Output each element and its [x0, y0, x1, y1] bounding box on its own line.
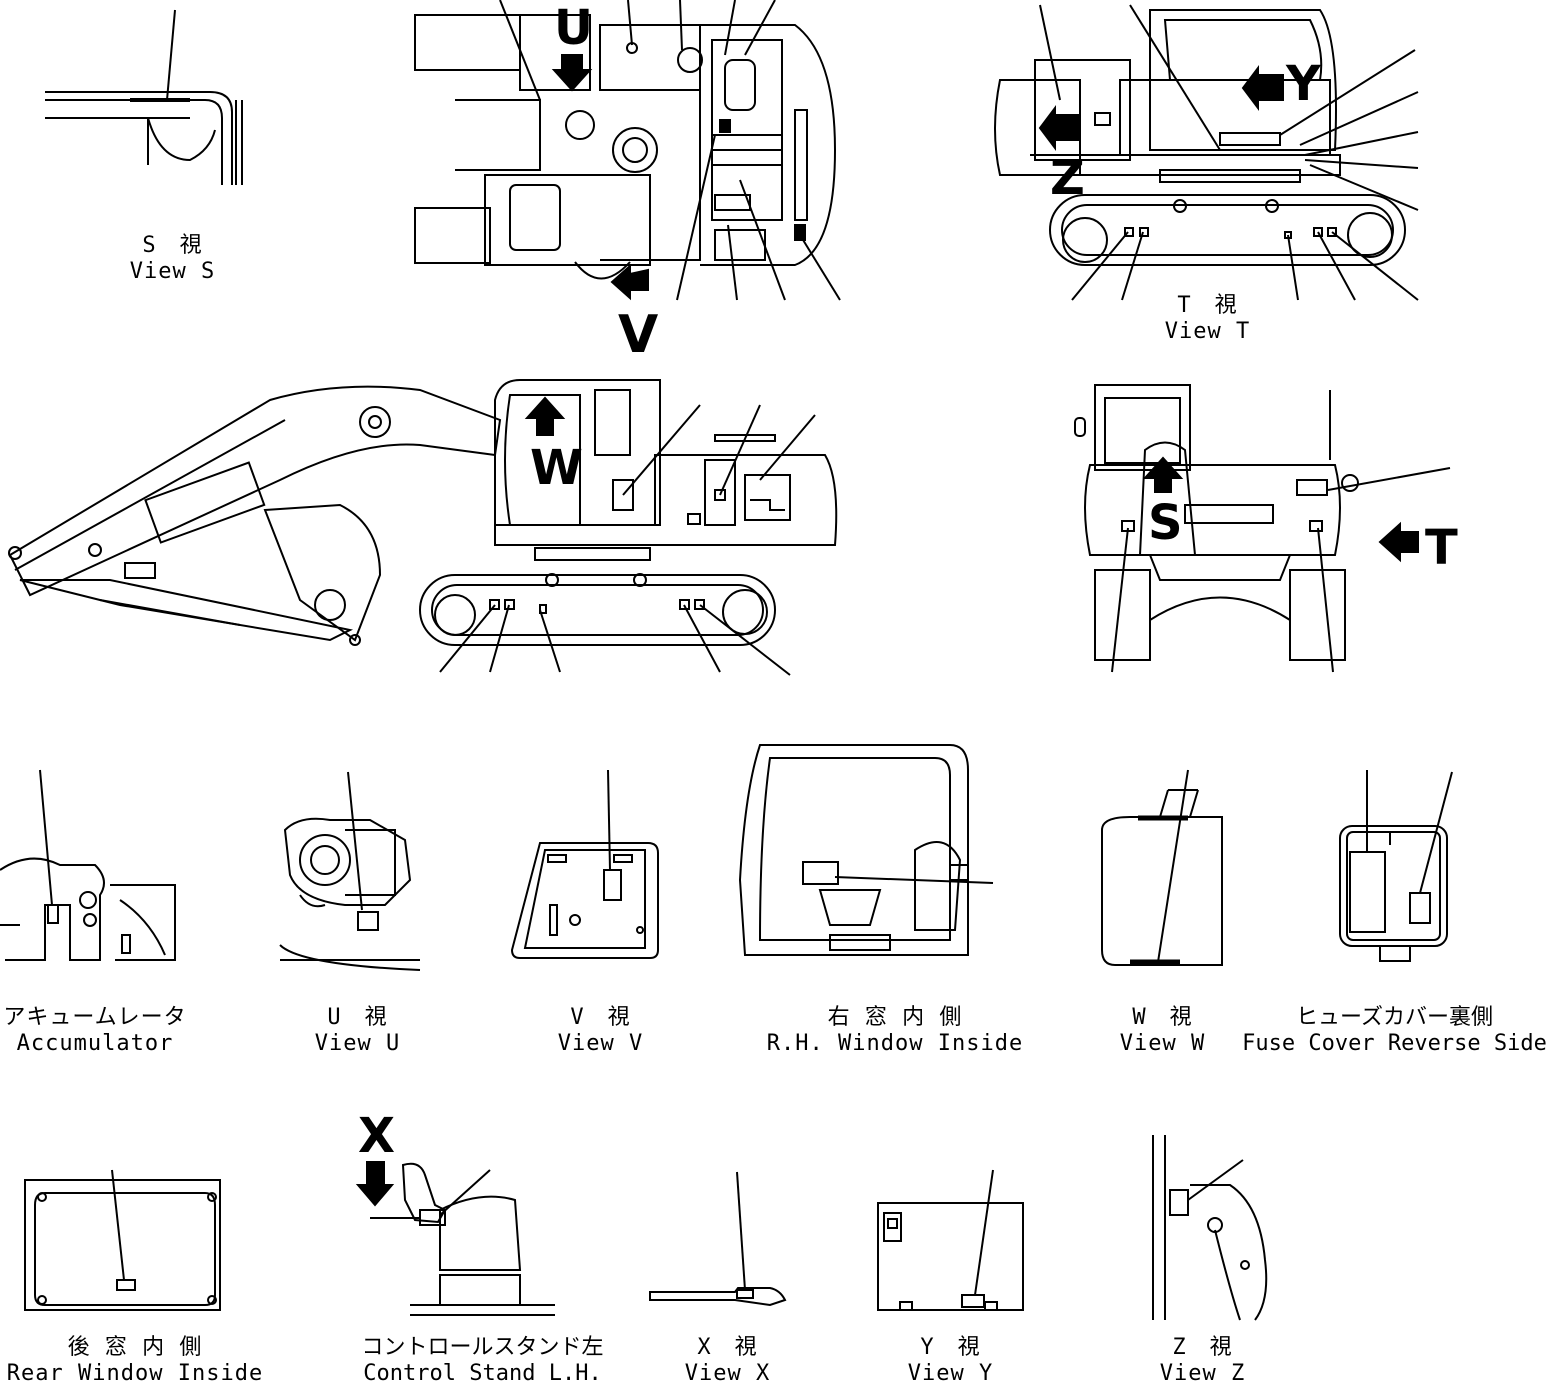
caption-jp: ヒューズカバー裏側 [1296, 1005, 1493, 1030]
control-stand-detail [355, 1161, 555, 1316]
view-letter-y: Y [1286, 56, 1321, 112]
caption-view-x: X 視 View X [665, 1335, 790, 1383]
caption-view-t: T 視 View T [1145, 293, 1270, 345]
view-u-detail [279, 771, 421, 971]
fuse-cover-detail [1339, 770, 1453, 962]
caption-jp: 後 窓 内 側 [67, 1335, 203, 1360]
caption-en: Accumulator [16, 1031, 174, 1056]
view-letter-u: U [554, 0, 593, 56]
view-z-detail [1152, 1135, 1268, 1321]
caption-jp: 右 窓 内 側 [827, 1005, 963, 1030]
view-letter-x: X [358, 1108, 396, 1164]
caption-view-w: W 視 View W [1100, 1005, 1225, 1057]
view-s-detail [45, 9, 243, 185]
caption-jp: アキュームレータ [3, 1005, 187, 1030]
view-letter-v: V [618, 305, 659, 365]
caption-view-s: S 視 View S [110, 233, 235, 285]
rh-window-detail [738, 744, 994, 956]
caption-view-v: V 視 View V [538, 1005, 663, 1057]
caption-accumulator: アキュームレータ Accumulator [0, 1005, 190, 1057]
caption-jp: T 視 [1177, 293, 1238, 318]
view-letter-t: T [1425, 520, 1458, 576]
view-letter-z: Z [1050, 150, 1085, 206]
caption-fuse-cover-reverse-side: ヒューズカバー裏側 Fuse Cover Reverse Side [1238, 1005, 1551, 1057]
rear-view [1074, 384, 1451, 673]
caption-en: View V [557, 1031, 644, 1056]
caption-en: R.H. Window Inside [766, 1031, 1024, 1056]
caption-view-u: U 視 View U [295, 1005, 420, 1057]
caption-view-z: Z 視 View Z [1140, 1335, 1265, 1383]
caption-en: Control Stand L.H. [363, 1361, 602, 1383]
accumulator-detail [0, 769, 176, 961]
caption-en: Rear Window Inside [6, 1361, 264, 1383]
caption-jp: V 視 [570, 1005, 631, 1030]
view-y-detail [877, 1169, 1024, 1311]
rear-window-detail [24, 1169, 221, 1311]
caption-view-y: Y 視 View Y [888, 1335, 1013, 1383]
caption-en: View U [314, 1031, 401, 1056]
caption-jp: U 視 [327, 1005, 388, 1030]
caption-jp: X 視 [697, 1335, 758, 1360]
view-letter-w: W [530, 440, 583, 496]
caption-en: Fuse Cover Reverse Side [1242, 1031, 1547, 1056]
caption-en: View T [1164, 319, 1251, 344]
main-side-view [8, 379, 838, 676]
top-view-machine [414, 0, 841, 301]
caption-jp: Z 視 [1172, 1335, 1233, 1360]
caption-jp: W 視 [1132, 1005, 1193, 1030]
caption-en: View Z [1159, 1361, 1246, 1383]
view-t-detail [994, 4, 1419, 301]
caption-jp: コントロールスタンド左 [361, 1335, 604, 1360]
view-v-detail [510, 769, 659, 959]
view-letter-s: S [1148, 495, 1183, 551]
caption-en: View S [129, 259, 216, 284]
caption-jp: S 視 [142, 233, 203, 258]
view-x-detail [649, 1171, 787, 1307]
caption-rh-window-inside: 右 窓 内 側 R.H. Window Inside [760, 1005, 1030, 1057]
caption-en: View Y [907, 1361, 994, 1383]
caption-jp: Y 視 [920, 1335, 981, 1360]
caption-control-stand-lh: コントロールスタンド左 Control Stand L.H. [355, 1335, 610, 1383]
caption-en: View W [1119, 1031, 1206, 1056]
caption-en: View X [684, 1361, 771, 1383]
caption-rear-window-inside: 後 窓 内 側 Rear Window Inside [5, 1335, 265, 1383]
view-w-detail [1101, 769, 1223, 966]
